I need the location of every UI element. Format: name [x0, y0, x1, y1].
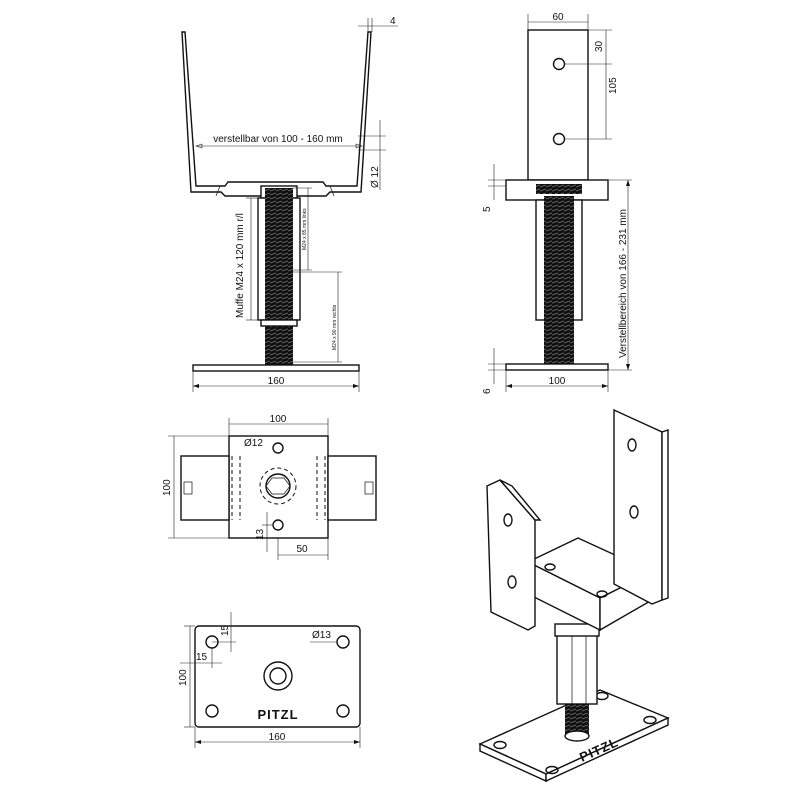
top-right-tab: [364, 481, 374, 495]
side-plate-thread: [536, 184, 582, 194]
front-base-plate: [192, 364, 360, 372]
iso-sleeve: [556, 633, 598, 705]
side-base-thick-label: 6: [482, 388, 493, 394]
side-hole-top-label: 30: [594, 40, 605, 52]
iso-right-hole-1: [627, 438, 637, 452]
front-hole-dia-label: Ø 12: [370, 166, 381, 188]
top-sleeve-outline: [259, 467, 297, 505]
top-hole-lower: [272, 519, 284, 531]
iso-left-hole-2: [507, 575, 517, 589]
iso-left-hole-1: [503, 513, 513, 527]
iso-left-upright: [486, 479, 536, 631]
top-right-flange: [327, 455, 377, 521]
base-edge-y-label: 15: [220, 624, 231, 636]
isometric-view: PITZL: [478, 408, 670, 783]
front-upper-thread-label: M24 x 85 mm links: [302, 208, 308, 250]
top-plate: [228, 435, 329, 539]
base-hole-br: [336, 704, 350, 718]
side-base-width-label: 100: [549, 376, 566, 387]
iso-base-hole-1: [493, 740, 507, 750]
side-top-width-label: 60: [552, 12, 564, 23]
base-height-label: 100: [178, 669, 189, 686]
iso-base-side: [545, 716, 669, 783]
top-hole-upper: [272, 442, 284, 454]
side-hole-top: [552, 57, 566, 71]
base-hole-bl: [205, 704, 219, 718]
base-center-hole: [269, 667, 287, 685]
top-hole-dia-label: Ø12: [244, 438, 263, 449]
front-lower-thread-label: M24 x 90 mm rechts: [332, 304, 338, 350]
iso-left-upright-edge: [499, 479, 542, 521]
side-threaded-rod: [544, 196, 574, 364]
side-hole-spacing-label: 105: [608, 77, 619, 94]
base-center-boss: [263, 661, 293, 691]
base-width-label: 160: [269, 732, 286, 743]
front-u-bracket: [181, 31, 372, 197]
top-width-label: 100: [270, 414, 287, 425]
top-half-width-label: 50: [296, 544, 308, 555]
side-base-plate: [505, 363, 609, 371]
top-height-label: 100: [162, 479, 173, 496]
front-base-width-label: 160: [268, 376, 285, 387]
side-view: 60 30 105 5 Verstellbereich von 166 - 23…: [482, 12, 632, 394]
front-view: 4 verstellbar von 100 - 160 mm Ø 12 Muff…: [181, 16, 398, 392]
front-adjust-label: verstellbar von 100 - 160 mm: [213, 134, 343, 145]
iso-saddle-hole-2: [596, 590, 608, 598]
iso-right-hole-2: [629, 505, 639, 519]
iso-base-hole-2: [545, 765, 559, 775]
top-left-flange: [180, 455, 230, 521]
base-edge-x-label: 15: [196, 652, 208, 663]
iso-right-upright: [613, 408, 663, 605]
front-flange-gap-label: 4: [390, 16, 396, 27]
side-hole-bottom: [552, 132, 566, 146]
front-lower-nut: [260, 319, 298, 327]
top-view: 100 Ø12 100 13 50: [162, 414, 377, 560]
side-adjust-range-label: Verstellbereich von 166 - 231 mm: [618, 209, 629, 358]
base-brand-label: PITZL: [257, 707, 298, 722]
front-tab-lines: [215, 185, 335, 197]
iso-rod-foot: [564, 730, 590, 742]
top-hole-offset-label: 13: [255, 528, 266, 540]
iso-threaded-rod: [565, 700, 589, 736]
side-plate-thick-label: 5: [482, 206, 493, 212]
side-upright-plate: [527, 29, 589, 181]
base-hole-dia-label: Ø13: [312, 630, 331, 641]
top-hex-nut: [265, 477, 291, 495]
front-threaded-rod: [265, 188, 293, 366]
iso-saddle-hole-1: [544, 563, 556, 571]
front-sleeve-label: Muffe M24 x 120 mm r/l: [235, 213, 246, 318]
iso-base-hole-4: [643, 715, 657, 725]
top-left-tab: [183, 481, 193, 495]
base-plate-view: PITZL 15 15 Ø13 100 160: [178, 612, 361, 748]
base-plate-outline: [194, 625, 361, 728]
iso-right-upright-edge: [661, 429, 669, 601]
